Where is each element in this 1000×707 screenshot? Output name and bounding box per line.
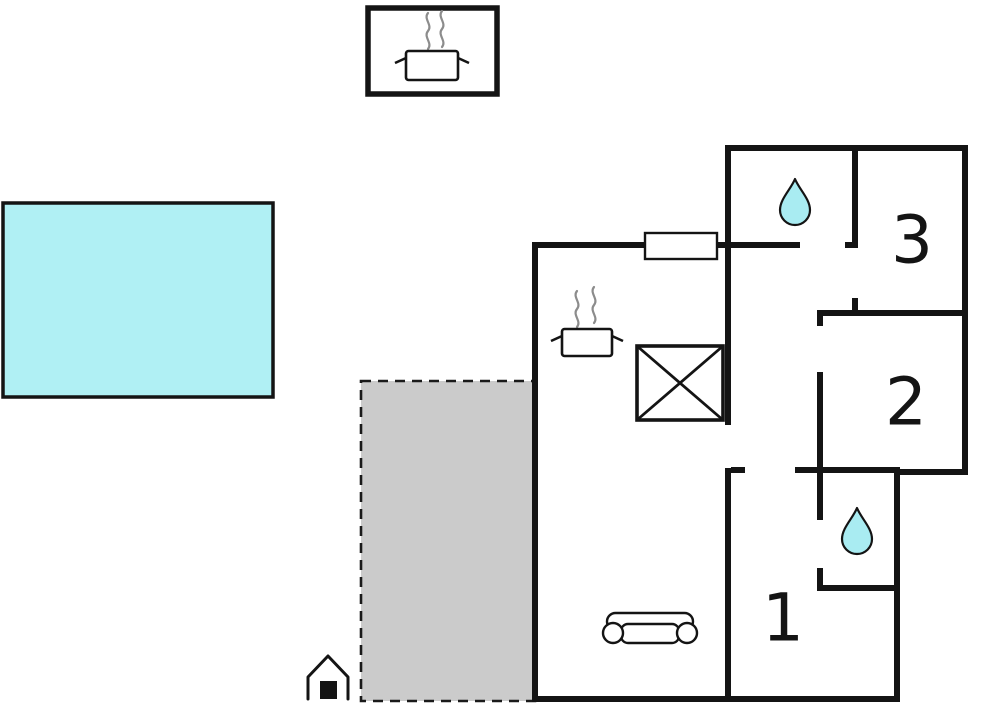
water-drop-icon — [778, 177, 812, 227]
well-icon — [306, 654, 350, 701]
building-walls — [532, 145, 968, 702]
grill-hut — [365, 5, 500, 97]
steam-icon — [591, 285, 597, 325]
wall-segment — [731, 467, 745, 473]
wall-segment — [852, 298, 858, 316]
wall-segment — [725, 248, 731, 425]
steam-icon — [439, 9, 445, 49]
wall-segment — [817, 316, 823, 326]
cooking-pot-icon — [394, 49, 470, 82]
swimming-pool — [1, 201, 275, 399]
wall-segment — [894, 469, 968, 475]
wall-segment — [817, 310, 968, 316]
wall-segment — [795, 467, 900, 473]
wall-segment — [532, 242, 538, 702]
wall-segment — [731, 242, 800, 248]
kitchen-stove — [550, 285, 624, 358]
wall-segment — [532, 696, 900, 702]
window-icon — [643, 231, 719, 261]
steam-icon — [425, 11, 431, 51]
room-label-2: 2 — [885, 364, 927, 441]
room-label-1: 1 — [762, 580, 804, 657]
wall-segment — [845, 242, 858, 248]
wall-segment — [532, 242, 734, 248]
sofa-icon — [601, 611, 699, 645]
wall-segment — [725, 145, 731, 248]
wall-segment — [817, 470, 823, 520]
wall-segment — [817, 568, 823, 591]
wall-segment — [817, 372, 823, 470]
room-label-3: 3 — [891, 202, 933, 279]
crossed-box-icon — [635, 344, 725, 422]
wall-segment — [817, 585, 900, 591]
wall-segment — [725, 145, 968, 151]
wall-segment — [725, 468, 731, 696]
wall-segment — [852, 145, 858, 248]
water-drop-icon — [840, 506, 874, 556]
cooking-pot-icon — [550, 327, 624, 358]
steam-icon — [574, 289, 580, 329]
terrace-area — [359, 379, 537, 703]
